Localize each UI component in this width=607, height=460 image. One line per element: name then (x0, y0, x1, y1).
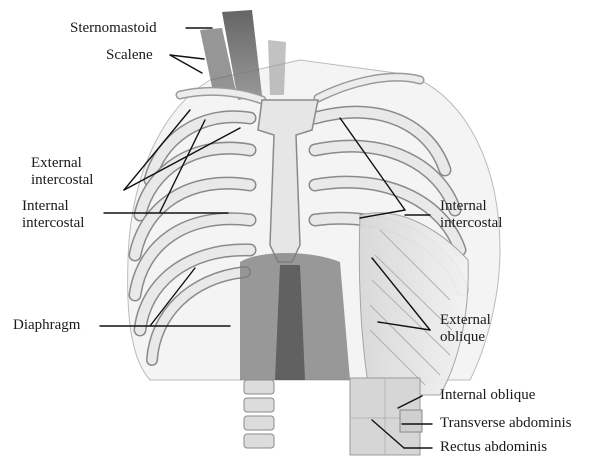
right-neck-muscle (268, 40, 286, 95)
label-external-intercostal-left-line1: External (31, 155, 93, 172)
label-transverse-abdominis-text: Transverse abdominis (440, 415, 572, 432)
label-diaphragm: Diaphragm (13, 317, 80, 334)
label-sternomastoid: Sternomastoid (70, 20, 157, 37)
label-internal-oblique-text: Internal oblique (440, 387, 535, 404)
label-internal-intercostal-left-line2: intercostal (22, 215, 84, 232)
label-external-oblique-line2: oblique (440, 329, 491, 346)
label-external-oblique-line1: External (440, 312, 491, 329)
label-rectus-abdominis: Rectus abdominis (440, 439, 547, 456)
label-internal-intercostal-left: Internal intercostal (22, 198, 84, 232)
label-internal-oblique: Internal oblique (440, 387, 535, 404)
label-internal-intercostal-right-line1: Internal (440, 198, 502, 215)
label-external-intercostal-left-line2: intercostal (31, 172, 93, 189)
label-scalene: Scalene (106, 47, 153, 64)
label-internal-intercostal-right-line2: intercostal (440, 215, 502, 232)
transverse-abdominis-muscle (400, 410, 422, 432)
label-rectus-abdominis-text: Rectus abdominis (440, 439, 547, 456)
label-internal-intercostal-right: Internal intercostal (440, 198, 502, 232)
label-transverse-abdominis: Transverse abdominis (440, 415, 572, 432)
label-internal-intercostal-left-line1: Internal (22, 198, 84, 215)
vertebral-column (244, 380, 274, 448)
label-sternomastoid-text: Sternomastoid (70, 20, 157, 37)
label-external-intercostal-left: External intercostal (31, 155, 93, 189)
label-scalene-text: Scalene (106, 47, 153, 64)
label-diaphragm-text: Diaphragm (13, 317, 80, 334)
label-external-oblique: External oblique (440, 312, 491, 346)
